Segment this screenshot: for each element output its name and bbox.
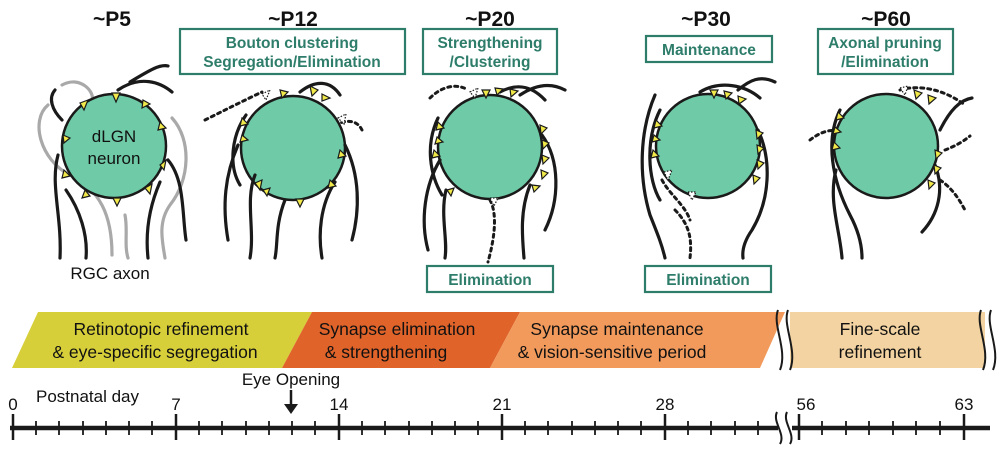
stage-age-p30: ~P30 bbox=[681, 8, 731, 31]
stage-age-p60: ~P60 bbox=[861, 8, 911, 31]
stage-bottom-box-p30-label: Elimination bbox=[666, 272, 750, 289]
tick-label-28: 28 bbox=[656, 395, 675, 414]
stage-bottom-box-p30: Elimination bbox=[643, 264, 773, 294]
tick-label-56: 56 bbox=[797, 395, 816, 414]
eye-opening-label: Eye Opening bbox=[242, 370, 340, 389]
tick-label-63: 63 bbox=[955, 395, 974, 414]
band-elimination-line2: & strengthening bbox=[325, 342, 448, 362]
neuron-body-p5 bbox=[60, 92, 168, 200]
neuron-cell-p12 bbox=[203, 81, 364, 260]
stage-age-p5: ~P5 bbox=[93, 8, 131, 31]
neuron-cell-p30 bbox=[640, 77, 777, 260]
stage-age-p20: ~P20 bbox=[465, 8, 515, 31]
neuron-cell-p20 bbox=[422, 83, 567, 264]
neuron-body-p60 bbox=[832, 92, 940, 200]
tick-label-0: 0 bbox=[8, 395, 17, 414]
band-finescale bbox=[790, 312, 985, 368]
neuron-label-line2: neuron bbox=[88, 149, 141, 168]
neuron-label-line1: dLGN bbox=[92, 127, 136, 146]
stage-box-p30: Maintenance bbox=[644, 34, 774, 64]
stage-bottom-box-p20: Elimination bbox=[425, 264, 555, 294]
stage-box-p20: Strengthening /Clustering bbox=[421, 27, 559, 76]
band-maintenance-line2: & vision-sensitive period bbox=[518, 342, 707, 362]
tick-label-14: 14 bbox=[330, 395, 349, 414]
tick-label-21: 21 bbox=[493, 395, 512, 414]
timeline: 0 7 14 21 28 56 63 Postnatal day Eye Ope… bbox=[8, 370, 990, 445]
stage-box-p30-line1: Maintenance bbox=[662, 42, 756, 59]
stage-box-p60: Axonal pruning /Elimination bbox=[816, 27, 955, 76]
stage-box-p12: Bouton clustering Segregation/Eliminatio… bbox=[178, 27, 407, 76]
band-maintenance-line1: Synapse maintenance bbox=[530, 319, 703, 339]
stage-box-p60-line2: /Elimination bbox=[841, 54, 929, 71]
stage-box-p60-line1: Axonal pruning bbox=[828, 35, 942, 52]
stage-box-p20-line2: /Clustering bbox=[450, 54, 531, 71]
neuron-body-p30 bbox=[654, 92, 762, 200]
band-retinotopic bbox=[12, 312, 312, 368]
period-bands: Retinotopic refinement & eye-specific se… bbox=[12, 309, 997, 371]
stage-box-p12-line1: Bouton clustering bbox=[226, 35, 359, 52]
tick-label-7: 7 bbox=[171, 395, 180, 414]
band-elimination-line1: Synapse elimination bbox=[319, 319, 476, 339]
axon-label: RGC axon bbox=[70, 264, 149, 283]
neuron-cell-p60 bbox=[808, 85, 974, 260]
neuron-body-p20 bbox=[436, 93, 544, 201]
band-retinotopic-line1: Retinotopic refinement bbox=[73, 319, 248, 339]
band-finescale-line2: refinement bbox=[839, 342, 922, 362]
stage-age-p12: ~P12 bbox=[268, 8, 318, 31]
band-maintenance bbox=[490, 312, 785, 368]
timeline-axis-label: Postnatal day bbox=[36, 387, 140, 406]
down-arrow-icon bbox=[284, 404, 298, 414]
band-finescale-line1: Fine-scale bbox=[840, 319, 921, 339]
stage-box-p12-line2: Segregation/Elimination bbox=[203, 54, 380, 71]
neuron-cell-p5: dLGN neuron RGC axon bbox=[37, 64, 188, 283]
band-retinotopic-line2: & eye-specific segregation bbox=[52, 342, 257, 362]
stage-box-p20-line1: Strengthening bbox=[437, 35, 542, 52]
band-elimination bbox=[282, 312, 520, 368]
stage-bottom-box-p20-label: Elimination bbox=[448, 272, 532, 289]
